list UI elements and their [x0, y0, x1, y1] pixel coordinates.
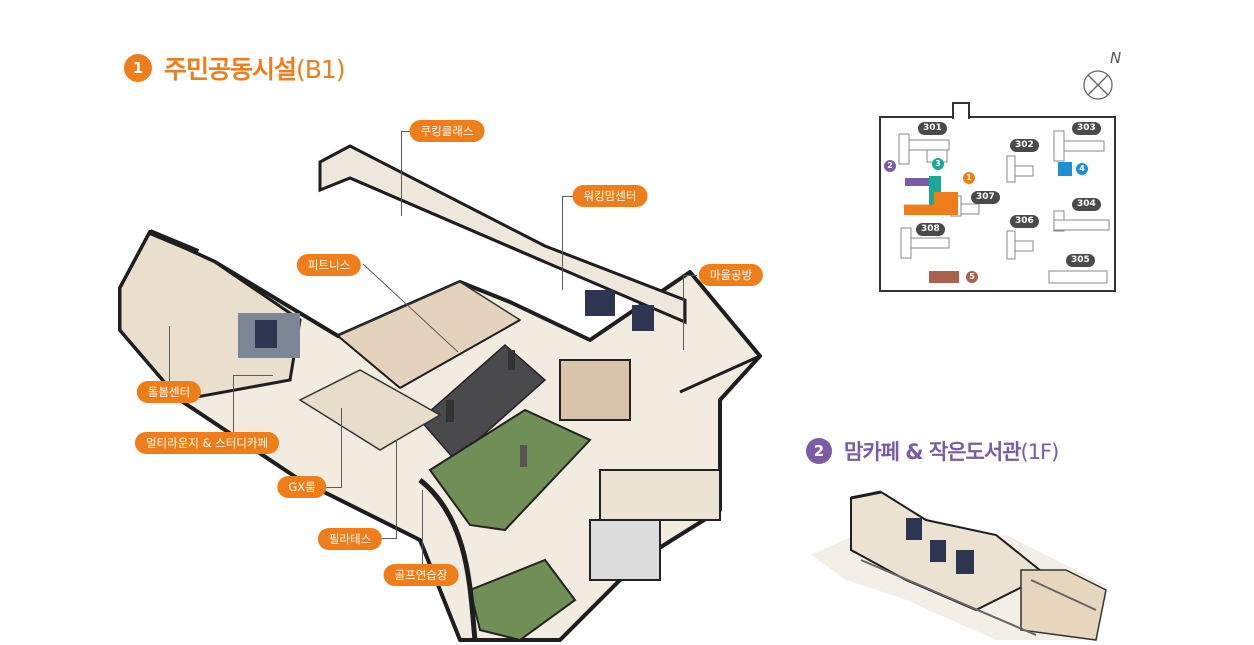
leader-line-pilates: [396, 440, 397, 538]
building-label-304: 304: [1072, 198, 1101, 211]
building-label-308: 308: [916, 223, 945, 236]
site-marker-5: 5: [966, 271, 978, 283]
site-map-area-2: [905, 178, 931, 186]
b1-floor-plan-illustration: [118, 144, 762, 642]
site-map-notch: [952, 102, 970, 119]
building-label-305: 305: [1066, 254, 1095, 267]
leader-line-cooking: [401, 131, 402, 216]
callout-childcare-center: 돌봄센터: [136, 381, 202, 403]
section-1-title-text: 주민공동시설: [164, 55, 297, 84]
1f-floor-plan-illustration: [811, 490, 1107, 641]
section-1-floor: (B1): [296, 55, 346, 84]
building-label-306: 306: [1010, 215, 1039, 228]
callout-golf-practice: 골프연습장: [383, 564, 459, 586]
section-2-title-text: 맘카페 & 작은도서관: [844, 440, 1021, 464]
callout-cooking-class: 쿠킹클래스: [409, 120, 485, 142]
callout-working-mom-center: 워킹맘센터: [572, 185, 648, 207]
site-marker-3: 3: [932, 158, 944, 170]
callout-village-workshop: 마을공방: [698, 264, 764, 286]
callout-gx-room: GX룸: [277, 476, 327, 498]
section-1-badge: 1: [124, 54, 152, 82]
callout-pilates: 필라테스: [317, 528, 383, 550]
site-marker-2: 2: [884, 160, 896, 172]
site-map-area-5: [929, 271, 959, 283]
site-marker-4: 4: [1076, 163, 1088, 175]
callout-fitness: 피트니스: [296, 254, 362, 276]
leader-line-fitness: [362, 263, 459, 353]
callout-multi-lounge: 멀티라운지 & 스터디카페: [134, 432, 280, 454]
building-label-303: 303: [1072, 122, 1101, 135]
leader-line-village: [683, 275, 684, 350]
leader-line-gx-tick: [325, 487, 342, 488]
building-label-307: 307: [971, 191, 1000, 204]
section-2-floor: (1F): [1020, 440, 1060, 464]
leader-line-cooking-tick: [401, 131, 410, 132]
leader-line-working-mom: [562, 196, 563, 290]
leader-line-gx: [341, 408, 342, 487]
site-map-area-4: [1058, 162, 1072, 176]
section-1-title: 1 주민공동시설(B1): [124, 50, 346, 86]
building-label-301: 301: [918, 122, 947, 135]
building-label-302: 302: [1010, 139, 1039, 152]
leader-line-golf: [422, 490, 423, 572]
leader-line-village-tick: [683, 275, 697, 276]
section-2-title: 2 맘카페 & 작은도서관(1F): [806, 436, 1060, 466]
section-2-badge: 2: [806, 438, 832, 464]
leader-line-pilates-tick: [382, 538, 397, 539]
leader-line-lounge: [233, 375, 234, 433]
compass-icon: [1083, 70, 1113, 100]
leader-line-childcare: [169, 326, 170, 384]
compass-north-label: N: [1110, 49, 1122, 67]
leader-line-working-mom-tick: [562, 196, 578, 197]
leader-line-lounge-tick: [233, 375, 273, 376]
site-marker-1: 1: [963, 172, 975, 184]
site-map-buildings: [898, 130, 1110, 284]
